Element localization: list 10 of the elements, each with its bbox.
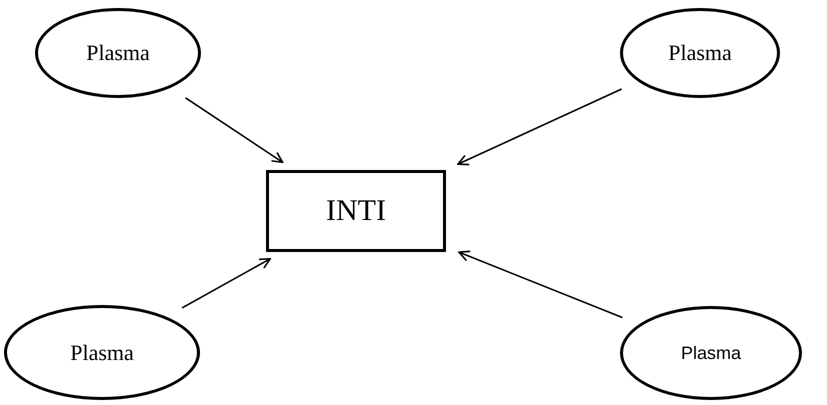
arrow [185, 97, 284, 164]
arrow [182, 258, 271, 309]
arrow [458, 250, 623, 318]
node-label: INTI [326, 194, 386, 228]
process-box [266, 170, 446, 252]
node-label: Plasma [668, 40, 732, 66]
node-label: Plasma [86, 40, 150, 66]
node-label: Plasma [680, 342, 742, 364]
arrow [457, 88, 622, 166]
node-label: Plasma [70, 340, 134, 366]
